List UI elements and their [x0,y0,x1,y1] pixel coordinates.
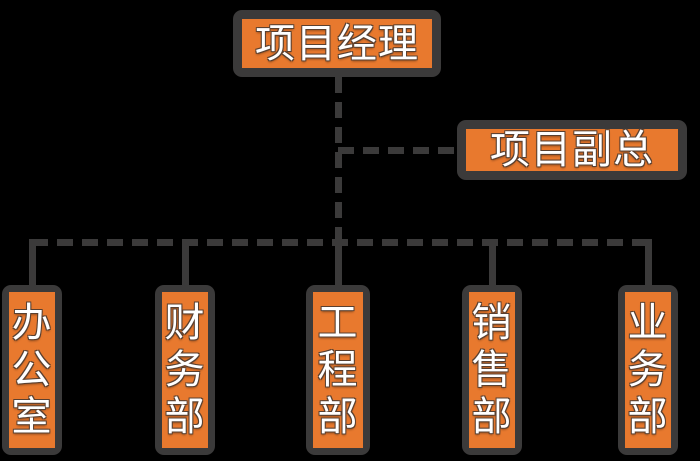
connector-root-to-deputy [338,147,458,154]
node-department-business[interactable]: 业 务 部 [618,285,678,455]
node-department-sales-char-1: 售 [471,346,513,393]
node-department-office-char-1: 公 [11,346,53,393]
node-department-office[interactable]: 办 公 室 [2,285,62,455]
connector-drop-finance [182,239,189,287]
node-department-sales-char-2: 部 [471,393,513,440]
node-department-office-char-0: 办 [11,300,53,347]
connector-drop-engineering [335,239,342,287]
node-department-engineering[interactable]: 工 程 部 [306,285,370,455]
node-department-engineering-char-2: 部 [317,393,359,440]
node-department-finance-char-0: 财 [164,300,206,347]
node-department-business-fill: 业 务 部 [625,292,671,448]
node-department-engineering-char-0: 工 [317,300,359,347]
node-department-finance-fill: 财 务 部 [162,292,208,448]
node-department-sales[interactable]: 销 售 部 [462,285,522,455]
node-project-manager-label: 项目经理 [255,20,419,67]
node-department-engineering-char-1: 程 [317,346,359,393]
node-project-manager[interactable]: 项目经理 [233,10,441,77]
node-department-finance[interactable]: 财 务 部 [155,285,215,455]
node-department-business-char-1: 务 [627,346,669,393]
node-deputy-director-fill: 项目副总 [466,129,678,171]
node-department-office-fill: 办 公 室 [9,292,55,448]
node-department-sales-char-0: 销 [471,300,513,347]
node-project-manager-fill: 项目经理 [242,19,432,68]
node-department-finance-char-1: 务 [164,346,206,393]
connector-drop-office [29,239,36,287]
node-department-office-char-2: 室 [11,393,53,440]
node-deputy-director-label: 项目副总 [490,127,654,173]
connector-root-spine [335,77,342,243]
node-department-finance-char-2: 部 [164,393,206,440]
node-deputy-director[interactable]: 项目副总 [457,120,687,180]
node-department-business-char-0: 业 [627,300,669,347]
node-department-business-char-2: 部 [627,393,669,440]
node-department-engineering-fill: 工 程 部 [313,292,363,448]
connector-drop-business [645,239,652,287]
node-department-sales-fill: 销 售 部 [469,292,515,448]
connector-drop-sales [489,239,496,287]
